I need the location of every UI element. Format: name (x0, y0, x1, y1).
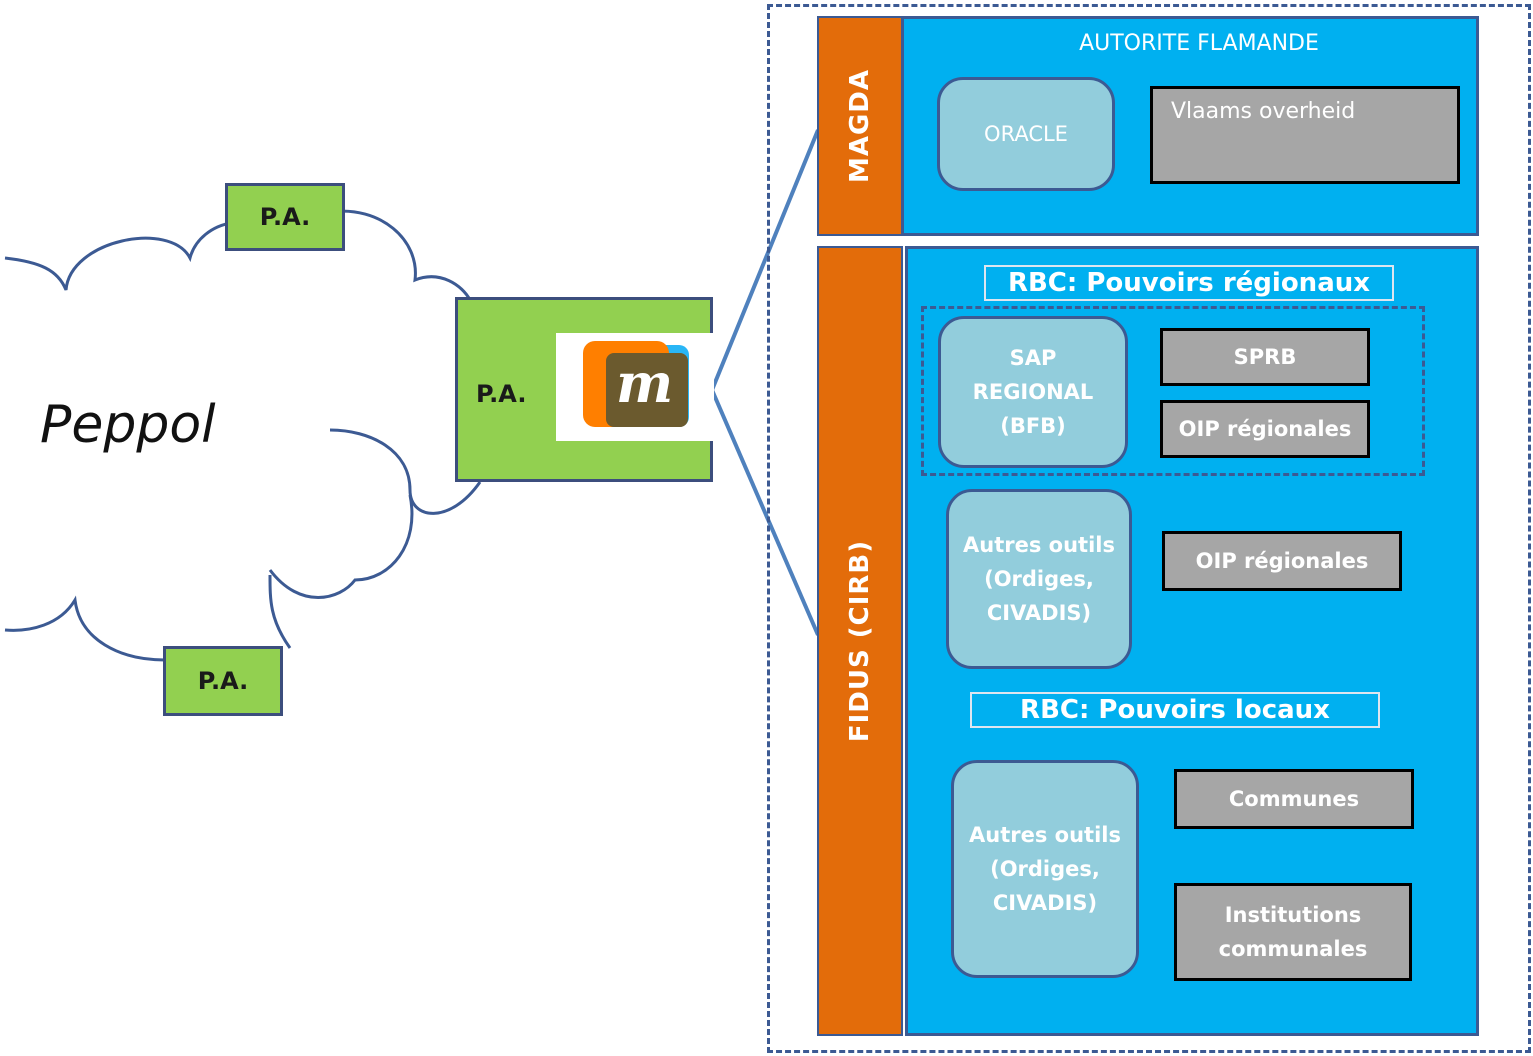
government-container (767, 4, 1531, 1053)
gateway-access-point: P.A. m (455, 297, 714, 482)
autres-outils-box-2: Autres outils (Ordiges, CIVADIS) (951, 760, 1139, 978)
gateway-label: P.A. (476, 380, 527, 408)
peppol-label: Peppol (40, 395, 216, 455)
oip-regionales-box-1: OIP régionales (1160, 400, 1370, 458)
logo-letter: m (616, 351, 674, 415)
gateway-connectors (710, 129, 820, 636)
access-point-top: P.A. (225, 183, 345, 251)
oracle-box: ORACLE (937, 77, 1115, 191)
autorite-flamande-panel: AUTORITE FLAMANDE ORACLE Vlaams overheid (901, 16, 1479, 236)
autorite-flamande-title: AUTORITE FLAMANDE (1079, 31, 1319, 56)
fidus-label: FIDUS (CIRB) (845, 539, 875, 743)
oip-regionales-box-2: OIP régionales (1162, 531, 1402, 591)
vlaams-overheid-box: Vlaams overheid (1150, 86, 1460, 184)
institutions-communales-box: Institutions communales (1174, 883, 1412, 981)
mercurius-logo-icon (583, 341, 689, 427)
local-powers-title: RBC: Pouvoirs locaux (970, 692, 1380, 728)
magda-label: MAGDA (845, 68, 875, 184)
communes-box: Communes (1174, 769, 1414, 829)
fidus-bar: FIDUS (CIRB) (817, 246, 903, 1036)
regional-powers-title: RBC: Pouvoirs régionaux (984, 265, 1394, 301)
sap-regional-box: SAP REGIONAL (BFB) (938, 316, 1128, 468)
autres-outils-box-1: Autres outils (Ordiges, CIVADIS) (946, 489, 1132, 669)
fidus-panel: RBC: Pouvoirs régionaux SAP REGIONAL (BF… (905, 246, 1479, 1036)
regional-dashed-group (921, 306, 1425, 476)
magda-bar: MAGDA (817, 16, 903, 236)
mercurius-logo: m (556, 333, 714, 441)
sprb-box: SPRB (1160, 328, 1370, 386)
access-point-bottom: P.A. (163, 646, 283, 716)
